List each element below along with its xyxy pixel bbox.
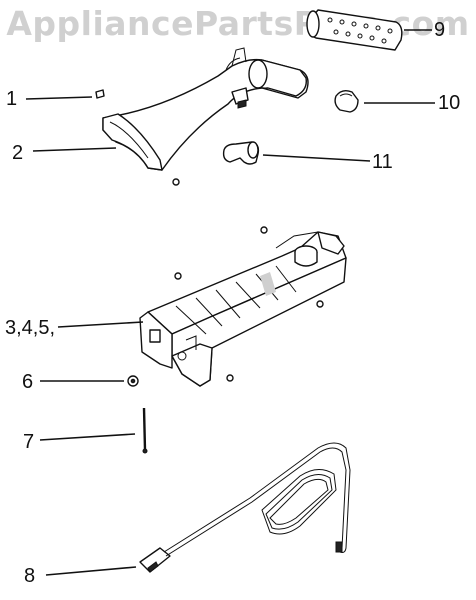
callout-11: 11 — [372, 151, 393, 173]
part-345-housing — [139, 226, 347, 387]
leader-7 — [39, 433, 136, 441]
leader-8 — [45, 566, 137, 576]
part-10-cap — [334, 89, 359, 113]
callout-9: 9 — [434, 19, 446, 41]
part-1-screw — [95, 89, 105, 99]
callout-8: 8 — [24, 565, 36, 587]
part-9-tube — [306, 9, 403, 51]
leader-2 — [32, 147, 117, 152]
leader-345 — [57, 321, 144, 328]
part-6-nut — [127, 375, 139, 387]
callout-1: 1 — [6, 88, 18, 110]
part-8-harness — [139, 442, 351, 573]
part-2-funnel — [102, 47, 309, 186]
callout-2: 2 — [12, 142, 24, 164]
part-11-elbow — [222, 141, 260, 165]
leader-1 — [25, 96, 93, 100]
part-7-rod — [142, 407, 148, 454]
callout-6: 6 — [22, 371, 34, 393]
leader-11 — [262, 154, 371, 162]
callout-7: 7 — [23, 431, 35, 453]
callout-3-4-5: 3,4,5, — [5, 317, 56, 339]
callout-10: 10 — [438, 92, 461, 114]
